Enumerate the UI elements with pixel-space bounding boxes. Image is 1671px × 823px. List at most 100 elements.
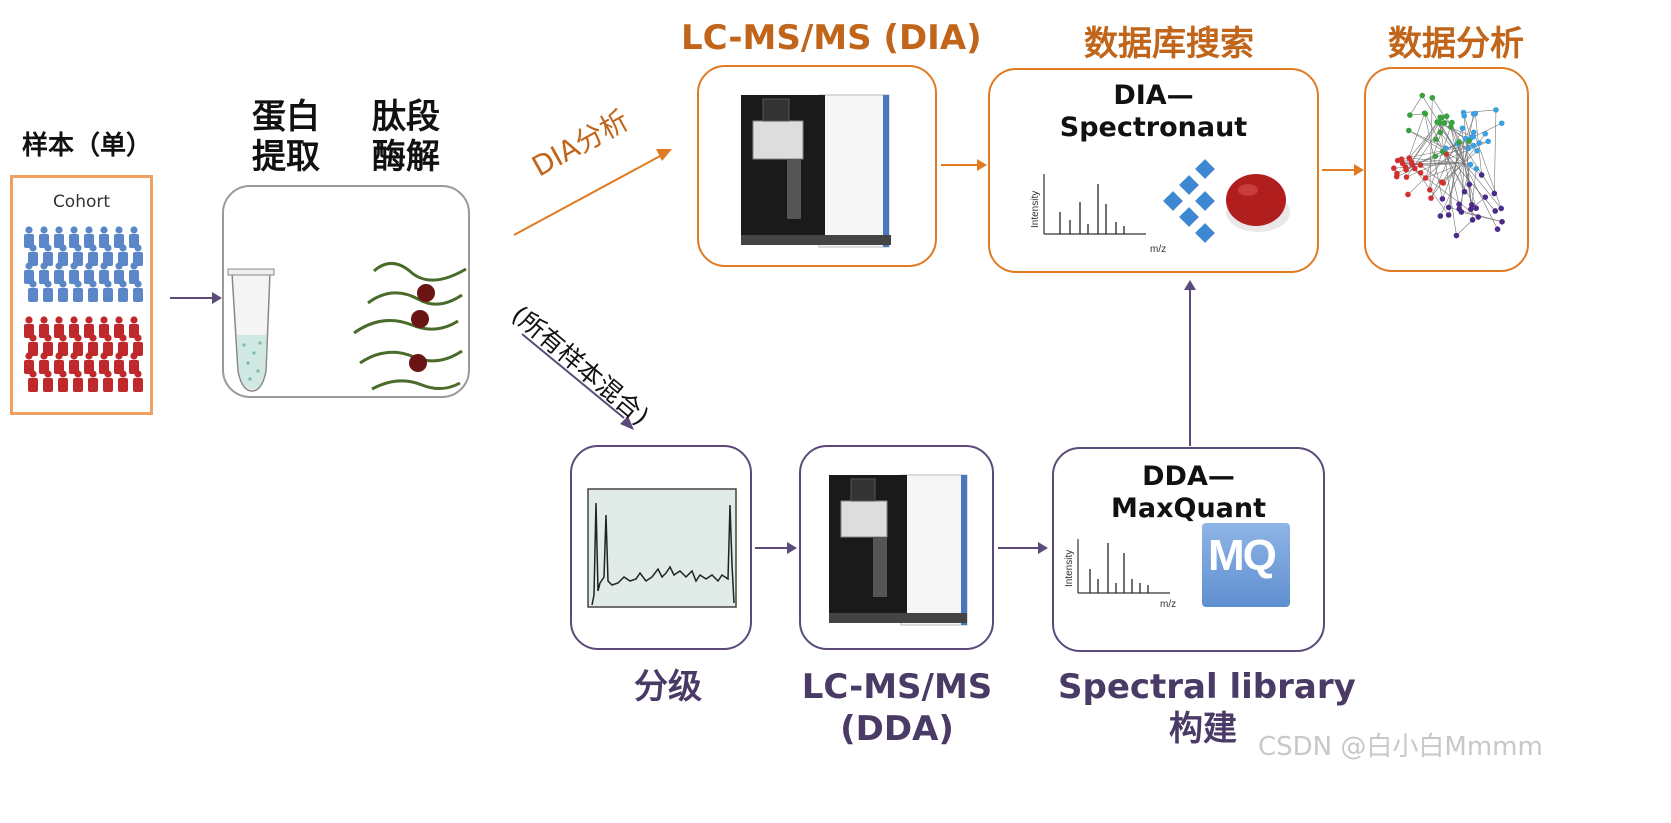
arrow-to-dda xyxy=(521,333,634,430)
person-body xyxy=(24,270,34,284)
network-node xyxy=(1482,130,1489,137)
person-body xyxy=(24,234,34,248)
person-head xyxy=(59,244,67,252)
maxquant-title-line1: DDA— xyxy=(1142,461,1235,492)
person-head xyxy=(85,262,93,270)
person-body xyxy=(133,252,143,266)
person-body xyxy=(58,252,68,266)
person-body xyxy=(129,360,139,374)
dda-spectrum-ylabel: Intensity xyxy=(1064,550,1075,587)
network-node xyxy=(1466,138,1472,144)
network-node xyxy=(1470,111,1477,117)
mass-spectrometer-icon xyxy=(829,474,968,626)
spectronaut-title-line1: DIA— xyxy=(1113,80,1194,111)
person-head xyxy=(74,370,82,378)
person-head xyxy=(100,262,108,270)
person-head xyxy=(70,316,78,324)
person-body xyxy=(118,288,128,302)
peptide-chains-illustration xyxy=(353,262,467,391)
person-body xyxy=(28,252,38,266)
person-head xyxy=(119,244,127,252)
network-node xyxy=(1421,110,1428,116)
person-head xyxy=(29,280,37,288)
network-node xyxy=(1485,138,1491,145)
person-head xyxy=(44,244,52,252)
spectral-library-label-line1: Spectral library xyxy=(1058,667,1356,707)
person-body xyxy=(73,252,83,266)
person-head xyxy=(115,262,123,270)
network-edge xyxy=(1463,109,1496,113)
network-edge xyxy=(1463,133,1486,164)
person-body xyxy=(103,342,113,356)
network-edge xyxy=(1439,122,1457,236)
network-node xyxy=(1473,205,1479,212)
network-edge xyxy=(1463,115,1472,210)
fractionation-box xyxy=(570,445,752,650)
person-head xyxy=(25,316,33,324)
network-node xyxy=(1412,165,1418,172)
person-body xyxy=(43,252,53,266)
dda-lcms-label: LC-MS/MS (DDA) xyxy=(790,666,1004,750)
person-head xyxy=(100,316,108,324)
network-node xyxy=(1499,218,1505,225)
person-head xyxy=(89,370,97,378)
network-node xyxy=(1432,153,1439,160)
person-head xyxy=(130,316,138,324)
network-node xyxy=(1437,213,1444,219)
person-body xyxy=(99,360,109,374)
person-body xyxy=(88,378,98,392)
person-head xyxy=(134,334,142,342)
person-head xyxy=(119,280,127,288)
network-node xyxy=(1406,155,1413,161)
network-edge xyxy=(1436,121,1465,164)
network-node xyxy=(1461,188,1468,195)
person-body xyxy=(84,360,94,374)
maxquant-logo-text: MQ xyxy=(1208,531,1277,580)
dia-spectrum-plot: Intensity m/z xyxy=(1030,174,1166,255)
network-node xyxy=(1458,209,1465,215)
person-body xyxy=(129,324,139,338)
person-head xyxy=(25,352,33,360)
person-head xyxy=(104,280,112,288)
arrow-search-to-analysis xyxy=(1322,164,1364,176)
network-node xyxy=(1405,127,1412,134)
network-node xyxy=(1445,212,1452,218)
network-edge xyxy=(1494,109,1497,194)
arrow-dda-to-library xyxy=(998,542,1048,554)
network-node xyxy=(1470,129,1477,136)
cohort-people-illustration xyxy=(24,226,143,392)
network-node xyxy=(1473,165,1480,172)
network-node xyxy=(1417,162,1424,168)
network-edge xyxy=(1411,117,1441,163)
person-body xyxy=(43,342,53,356)
person-head xyxy=(115,352,123,360)
dda-spectrum-xlabel: m/z xyxy=(1160,599,1176,610)
person-body xyxy=(28,288,38,302)
network-node xyxy=(1498,205,1504,212)
tube-illustration xyxy=(227,268,275,392)
spectronaut-title-line2: Spectronaut xyxy=(1059,112,1248,143)
network-node xyxy=(1453,232,1460,239)
network-edge xyxy=(1439,122,1465,164)
person-head xyxy=(104,244,112,252)
network-node xyxy=(1459,125,1466,132)
person-head xyxy=(130,226,138,234)
network-node xyxy=(1441,120,1448,126)
person-body xyxy=(103,378,113,392)
person-body xyxy=(99,324,109,338)
person-body xyxy=(114,324,124,338)
network-node xyxy=(1470,142,1477,149)
person-body xyxy=(84,324,94,338)
network-edge xyxy=(1463,162,1482,176)
network-node xyxy=(1399,160,1406,167)
person-head xyxy=(29,334,37,342)
person-body xyxy=(39,270,49,284)
person-head xyxy=(104,370,112,378)
person-body xyxy=(118,342,128,356)
person-head xyxy=(130,262,138,270)
network-node xyxy=(1440,180,1447,186)
person-body xyxy=(73,378,83,392)
network-node xyxy=(1417,170,1424,176)
network-node xyxy=(1449,119,1455,126)
person-body xyxy=(88,288,98,302)
